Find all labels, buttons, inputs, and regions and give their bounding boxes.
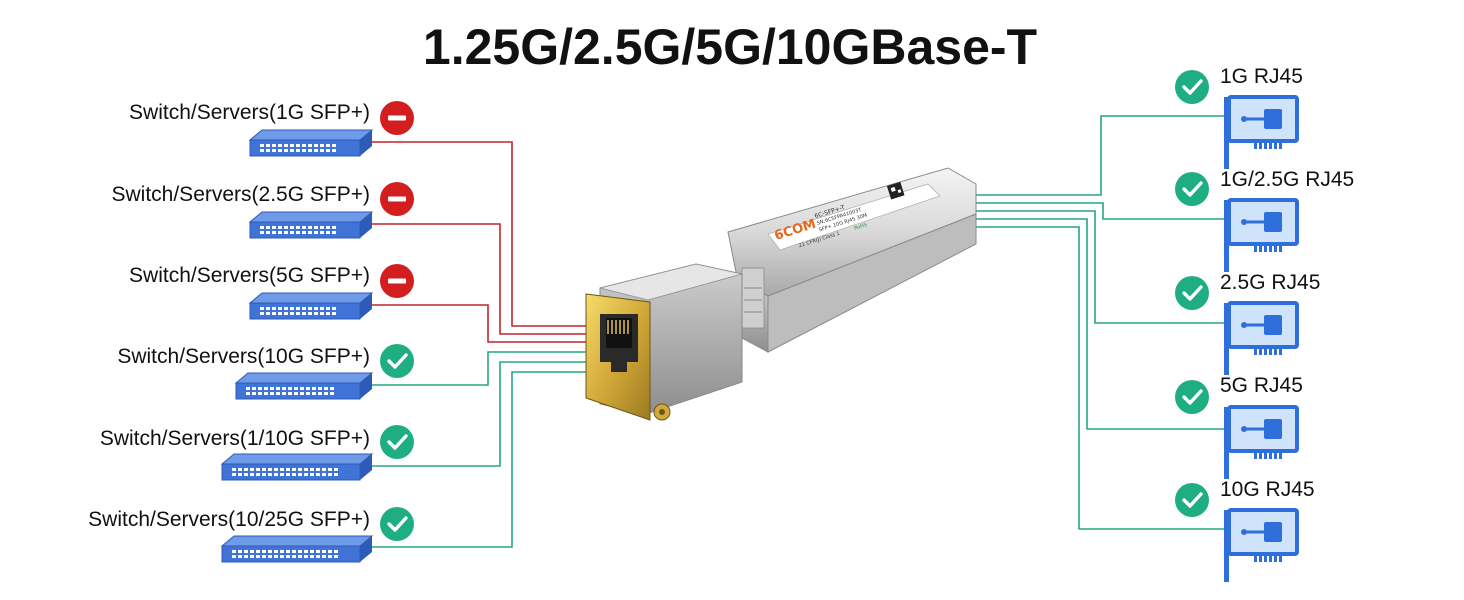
network-card-icon: [1224, 198, 1299, 272]
minus-circle-icon: [380, 101, 414, 135]
check-circle-icon: [1175, 276, 1209, 310]
connection-line-green: [975, 226, 1226, 530]
connection-line-green: [975, 218, 1226, 430]
connection-line-red: [372, 304, 595, 343]
connection-line-green: [372, 371, 595, 548]
minus-circle-icon: [380, 264, 414, 298]
left-device-label: Switch/Servers(2.5G SFP+): [111, 183, 371, 206]
left-device-label: Switch/Servers(1/10G SFP+): [99, 427, 370, 450]
network-card-icon: [1224, 95, 1299, 169]
minus-circle-icon: [380, 182, 414, 216]
left-status-icons: [380, 101, 414, 541]
left-device-label: Switch/Servers(10/25G SFP+): [88, 508, 370, 531]
check-circle-icon: [1175, 70, 1209, 104]
right-device-label: 2.5G RJ45: [1220, 271, 1321, 294]
sfp-module: 6COM 6C-SFP+-T SN:6CSFPA41003T SFP+ 10G …: [585, 167, 977, 421]
connection-line-green: [975, 202, 1226, 220]
diagram-title: 1.25G/2.5G/5G/10GBase-T: [422, 19, 1038, 75]
network-card-icon: [1224, 405, 1299, 479]
left-device-label: Switch/Servers(10G SFP+): [117, 345, 370, 368]
check-circle-icon: [380, 344, 414, 378]
check-circle-icon: [1175, 483, 1209, 517]
product-label: [767, 183, 941, 251]
right-status-icons: [1175, 70, 1209, 517]
connection-line-green: [975, 210, 1226, 324]
check-circle-icon: [1175, 380, 1209, 414]
qr-code-icon: [886, 181, 905, 200]
network-switch-icon: [220, 535, 374, 563]
network-switch-icon: [248, 129, 374, 157]
network-switch-icon: [248, 292, 374, 320]
check-circle-icon: [380, 425, 414, 459]
check-circle-icon: [380, 507, 414, 541]
connection-line-green: [372, 351, 595, 386]
connection-line-green: [372, 361, 595, 467]
network-card-icon: [1224, 508, 1299, 582]
check-circle-icon: [1175, 172, 1209, 206]
connection-line-green: [975, 115, 1226, 196]
network-switch-icon: [220, 453, 374, 481]
right-device-label: 1G RJ45: [1220, 65, 1303, 88]
left-device-label: Switch/Servers(5G SFP+): [129, 264, 370, 287]
connection-line-red: [372, 223, 595, 335]
network-switch-icon: [234, 372, 374, 400]
rohs-mark: RoHS: [853, 222, 867, 232]
right-device-label: 1G/2.5G RJ45: [1220, 168, 1355, 191]
network-card-icon: [1224, 301, 1299, 375]
right-device-label: 5G RJ45: [1220, 374, 1303, 397]
connection-line-red: [372, 141, 595, 327]
network-switch-icon: [248, 211, 374, 239]
right-device-label: 10G RJ45: [1220, 478, 1315, 501]
left-device-label: Switch/Servers(1G SFP+): [129, 101, 370, 124]
